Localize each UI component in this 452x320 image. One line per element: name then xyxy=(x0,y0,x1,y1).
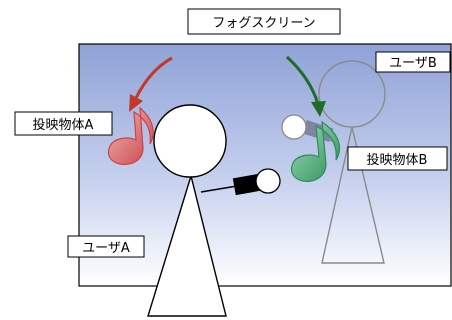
user-a-label-box: ユーザA xyxy=(67,235,145,258)
music-note-icon xyxy=(290,120,340,182)
user-a-body xyxy=(147,173,227,317)
user-a-label: ユーザA xyxy=(82,241,130,256)
projection-a-label: 投映物体A xyxy=(33,117,94,133)
fog-screen-label-box: フォグスクリーン xyxy=(187,8,341,35)
user-b-label: ユーザB xyxy=(389,56,437,71)
user-b-label-box: ユーザB xyxy=(375,51,451,73)
user-a-head xyxy=(153,104,227,178)
user-a-figure xyxy=(147,104,238,317)
music-note-icon xyxy=(107,106,154,165)
projection-b-label-box: 投映物体B xyxy=(347,146,448,171)
projection-b-label: 投映物体B xyxy=(367,152,428,168)
projection-a-label-box: 投映物体A xyxy=(14,111,113,136)
user-a-arm xyxy=(200,185,238,193)
arrow-to-projection-a xyxy=(129,56,173,112)
user-b-body xyxy=(321,126,385,264)
microphone-icon xyxy=(232,168,281,196)
fog-screen-label: フォグスクリーン xyxy=(212,16,315,31)
arrow-to-projection-b xyxy=(285,55,326,117)
